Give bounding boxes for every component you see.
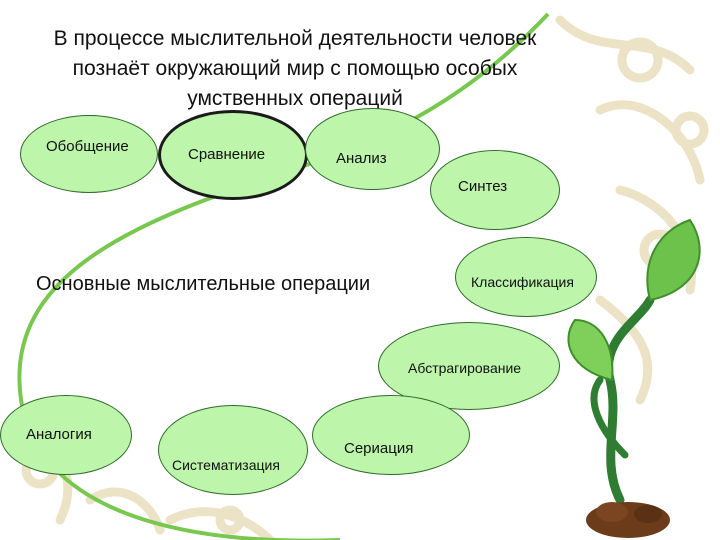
label-systematization: Систематизация xyxy=(172,457,280,473)
title-line-3: умственных операций xyxy=(187,87,403,110)
label-comparison: Сравнение xyxy=(188,146,266,163)
label-abstraction: Абстрагирование xyxy=(408,360,522,376)
oval-systematization xyxy=(158,405,308,495)
label-generalization: Обобщение xyxy=(46,138,129,155)
oval-analogy xyxy=(0,395,132,475)
label-analogy: Аналогия xyxy=(26,426,92,443)
oval-synthesis xyxy=(430,150,560,230)
title-line-1: В процессе мыслительной деятельности чел… xyxy=(53,27,537,50)
center-label: Основные мыслительные операции xyxy=(36,273,371,295)
label-seriation: Сериация xyxy=(344,440,414,457)
oval-analysis xyxy=(305,108,440,190)
label-synthesis: Синтез xyxy=(458,178,508,195)
oval-classification xyxy=(455,237,597,317)
oval-generalization xyxy=(20,115,158,193)
label-classification: Классификация xyxy=(471,274,574,290)
title-line-2: познаёт окружающий мир с помощью особых xyxy=(72,57,518,80)
slide-title: В процессе мыслительной деятельности чел… xyxy=(0,24,590,114)
oval-comparison xyxy=(158,110,308,200)
sprout-icon xyxy=(567,218,701,538)
label-analysis: Анализ xyxy=(336,150,387,167)
oval-seriation xyxy=(312,395,470,475)
